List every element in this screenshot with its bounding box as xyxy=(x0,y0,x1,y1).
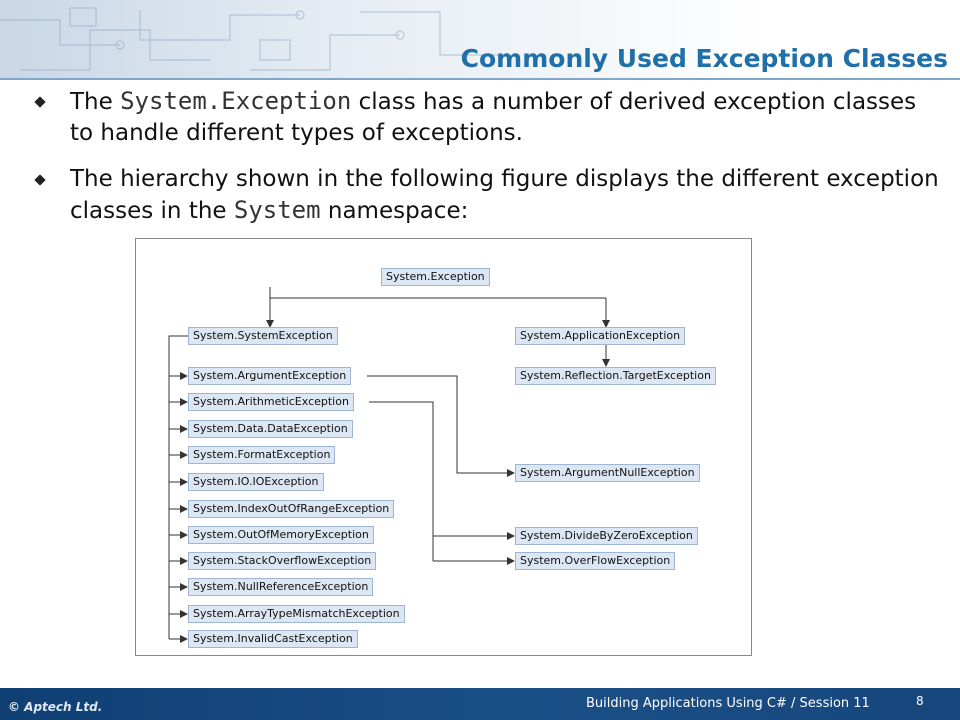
node-left-child-6: System.IndexOutOfRangeException xyxy=(188,500,395,518)
bullet-2-pre: The hierarchy shown in the following fig… xyxy=(70,166,939,224)
bullet-1-code: System.Exception xyxy=(120,87,352,115)
node-system-exception-root: System.Exception xyxy=(381,268,490,286)
node-left-child-2: System.ArithmeticException xyxy=(188,393,354,411)
footer-page-number: 8 xyxy=(916,694,924,708)
diamond-bullet-icon xyxy=(34,96,46,108)
header-banner: Commonly Used Exception Classes xyxy=(0,0,960,80)
node-left-child-7: System.OutOfMemoryException xyxy=(188,526,374,544)
title-divider xyxy=(0,78,960,80)
node-system-argumentnullexception: System.ArgumentNullException xyxy=(515,464,700,482)
node-left-child-1: System.ArgumentException xyxy=(188,367,352,385)
bullet-2: The hierarchy shown in the following fig… xyxy=(34,164,939,228)
diagram-connectors xyxy=(168,287,610,643)
bullet-2-code: System xyxy=(233,196,321,224)
bullet-1: The System.Exception class has a number … xyxy=(34,86,936,150)
circuit-decoration-icon xyxy=(0,7,500,71)
exception-hierarchy-diagram: System.Exception System.SystemException … xyxy=(135,238,752,656)
bullet-2-post: namespace: xyxy=(320,198,469,224)
node-left-child-5: System.IO.IOException xyxy=(188,473,324,491)
connector-to-argumentnull-exception xyxy=(367,375,515,477)
slide-title: Commonly Used Exception Classes xyxy=(460,44,948,73)
node-system-reflection-targetexception: System.Reflection.TargetException xyxy=(515,367,716,385)
connector-arithmetic-branch xyxy=(369,401,434,561)
connector-left-bracket xyxy=(168,335,188,639)
footer-bar: © Aptech Ltd. Building Applications Usin… xyxy=(0,688,960,720)
node-system-dividebyzeroexception: System.DivideByZeroException xyxy=(515,527,698,545)
footer-session-label: Building Applications Using C# / Session… xyxy=(586,696,870,711)
bullet-1-post: class has a number of derived exception … xyxy=(70,89,917,146)
diamond-bullet-icon xyxy=(34,174,46,186)
node-left-child-3: System.Data.DataException xyxy=(188,420,353,438)
node-left-child-11: System.InvalidCastException xyxy=(188,630,358,648)
node-left-child-10: System.ArrayTypeMismatchException xyxy=(188,605,405,623)
node-system-systemexception: System.SystemException xyxy=(188,327,338,345)
node-left-child-9: System.NullReferenceException xyxy=(188,578,374,596)
node-system-overflowexception: System.OverFlowException xyxy=(515,552,676,570)
node-left-child-8: System.StackOverflowException xyxy=(188,552,377,570)
footer-copyright: © Aptech Ltd. xyxy=(8,700,103,714)
node-system-applicationexception: System.ApplicationException xyxy=(515,327,686,345)
node-left-child-4: System.FormatException xyxy=(188,446,336,464)
bullet-1-pre: The xyxy=(70,89,121,115)
